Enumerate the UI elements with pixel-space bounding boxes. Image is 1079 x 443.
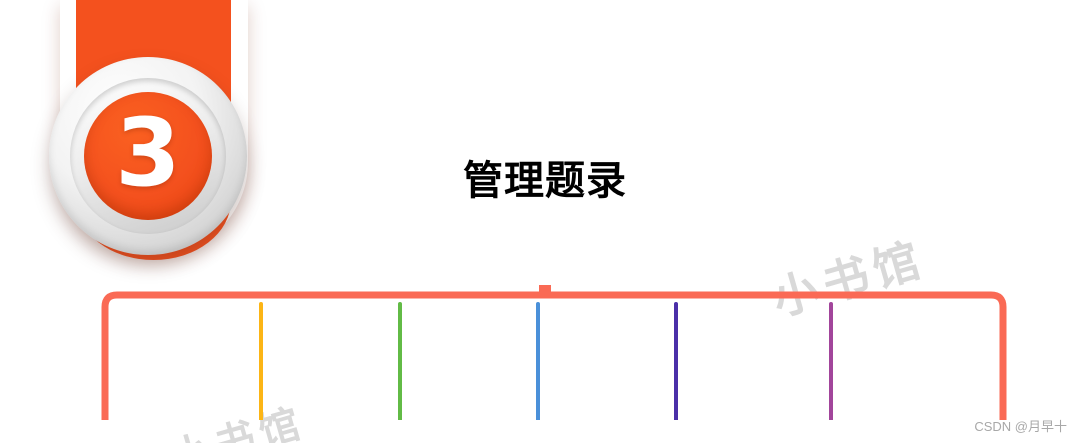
tree-connectors bbox=[101, 285, 1007, 443]
attribution-label: CSDN @月早十 bbox=[974, 419, 1067, 434]
trunk-marker bbox=[539, 285, 551, 297]
section-number: 3 bbox=[115, 99, 181, 208]
section-number-medallion: 3 bbox=[49, 57, 259, 257]
medallion-disc: 3 bbox=[84, 92, 212, 220]
tree-diagram: 移动分类查重关联标签笔记RSS订阅快捷键 bbox=[0, 270, 1079, 443]
page-title: 管理题录 bbox=[463, 159, 627, 203]
